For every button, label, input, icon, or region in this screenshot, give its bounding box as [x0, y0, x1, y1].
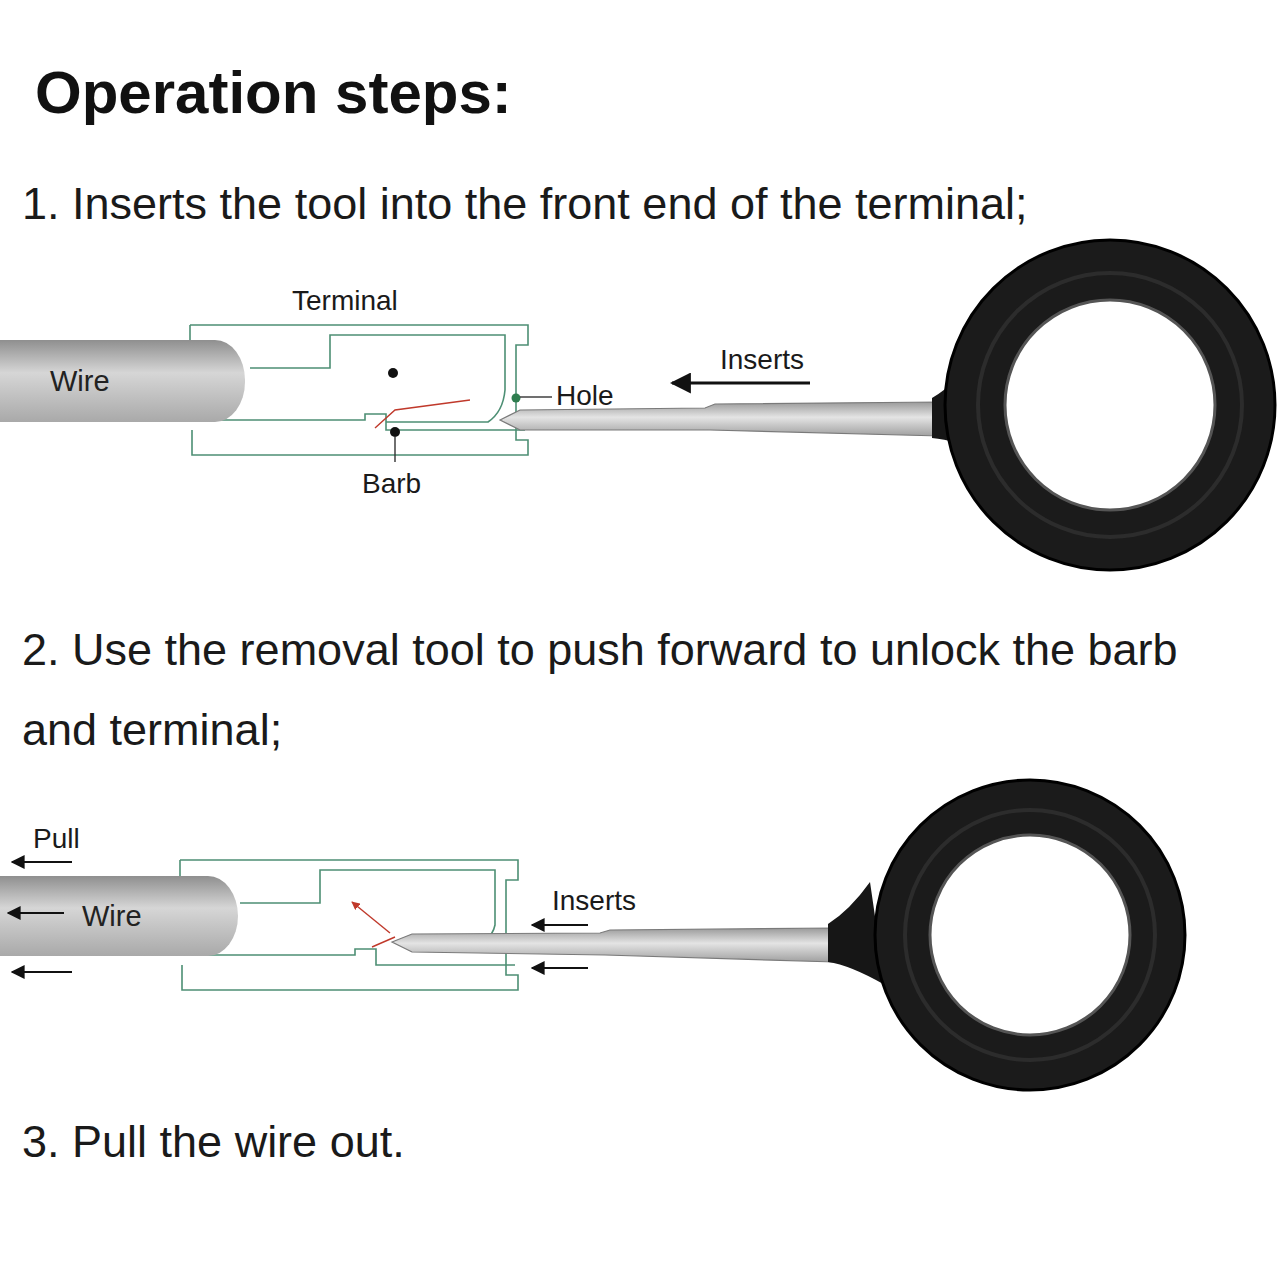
- tool-ring-hole: [930, 835, 1130, 1035]
- wire-shape: Wire: [0, 340, 245, 422]
- insert-arrow: [672, 382, 810, 385]
- barb-dot: [390, 427, 400, 437]
- page-title: Operation steps:: [35, 58, 512, 127]
- wire-shape: Wire: [0, 876, 238, 956]
- tool-ring: [978, 273, 1242, 537]
- tool-blade: [392, 928, 835, 962]
- step-text: 3. Pull the wire out.: [22, 1116, 405, 1168]
- pull-arrow: [12, 971, 72, 973]
- wire-label: Wire: [82, 900, 142, 933]
- wire-label: Wire: [50, 365, 110, 398]
- action-label: Inserts: [552, 885, 636, 917]
- tool-ring: [875, 780, 1185, 1090]
- tool-ring: [945, 240, 1275, 570]
- insert-arrow: [532, 924, 588, 926]
- dot: [388, 368, 398, 378]
- barb-spring: [375, 400, 470, 428]
- unlock-arrow: [352, 902, 390, 933]
- action-label: Inserts: [720, 344, 804, 376]
- pull-arrow: [12, 861, 72, 863]
- tool-ring: [905, 810, 1155, 1060]
- hole-dot: [512, 394, 521, 403]
- step-text: 1. Inserts the tool into the front end o…: [22, 178, 1028, 230]
- part-label: Terminal: [292, 285, 398, 317]
- insert-arrow: [532, 967, 588, 969]
- tool-ring-hole: [1005, 300, 1215, 510]
- step-text: 2. Use the removal tool to push forward …: [22, 610, 1232, 770]
- action-label: Pull: [33, 823, 80, 855]
- leader-line: [394, 436, 395, 462]
- part-label: Hole: [556, 380, 614, 412]
- part-label: Barb: [362, 468, 421, 500]
- leader-line: [520, 396, 552, 397]
